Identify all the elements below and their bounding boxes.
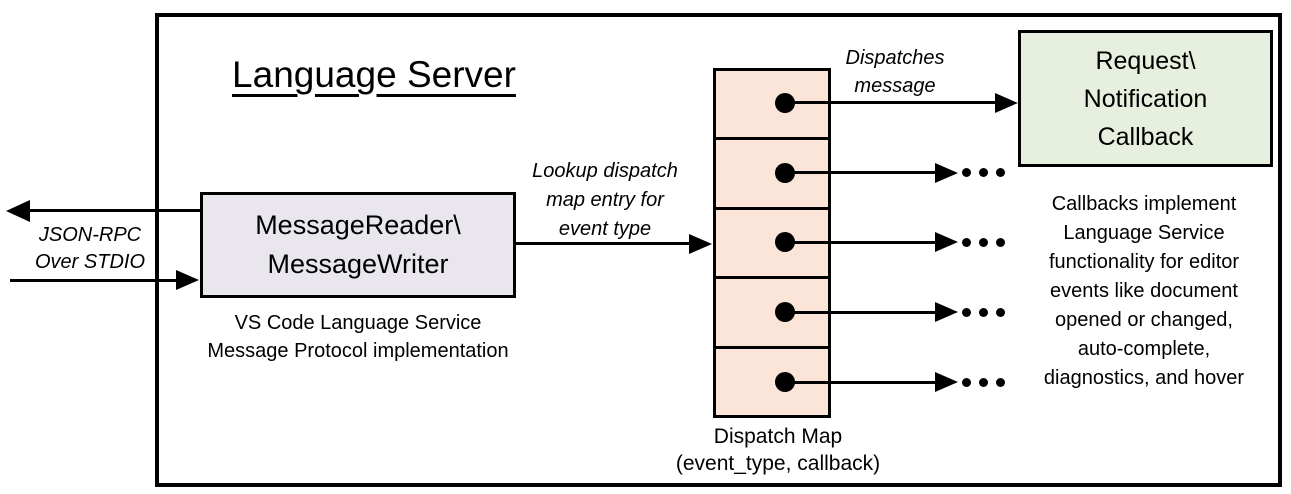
callback-caption-line4: events like document bbox=[1050, 280, 1238, 302]
callback-caption: Callbacks implement Language Service fun… bbox=[1016, 190, 1272, 393]
lookup-arrow-line bbox=[515, 242, 691, 245]
json-rpc-label: JSON-RPC Over STDIO bbox=[20, 222, 160, 276]
callback-caption-line1: Callbacks implement bbox=[1051, 193, 1237, 215]
callback-box: Request\ Notification Callback bbox=[1018, 30, 1273, 167]
callback-caption-line3: functionality for editor bbox=[1048, 251, 1240, 273]
ellipsis-icon-1 bbox=[962, 168, 1005, 177]
lookup-dispatch-label: Lookup dispatch map entry for event type bbox=[510, 157, 700, 244]
callback-box-line2: Notification bbox=[1083, 84, 1208, 113]
lookup-label-line3: event type bbox=[558, 218, 652, 240]
ellipsis-icon-3 bbox=[962, 308, 1005, 317]
dispatch-arrowhead-icon-4 bbox=[935, 302, 958, 322]
dispatches-message-label: Dispatches message bbox=[828, 44, 962, 100]
dispatch-arrow-line-2 bbox=[785, 171, 937, 174]
stdio-output-arrowhead-icon bbox=[6, 200, 30, 222]
dispatch-map-cell-4 bbox=[716, 276, 828, 345]
dispatch-map-cell-2 bbox=[716, 137, 828, 206]
dispatch-map-caption: Dispatch Map (event_type, callback) bbox=[645, 423, 911, 477]
lookup-arrowhead-icon bbox=[689, 234, 712, 254]
dispatch-map-caption-line1: Dispatch Map bbox=[713, 425, 843, 448]
json-rpc-label-line1: JSON-RPC bbox=[38, 224, 142, 246]
json-rpc-label-line2: Over STDIO bbox=[34, 251, 145, 273]
language-server-title: Language Server bbox=[232, 54, 516, 95]
dispatch-arrowhead-icon-2 bbox=[935, 163, 958, 183]
dispatch-arrow-line-5 bbox=[785, 381, 937, 384]
dispatch-arrowhead-icon-5 bbox=[935, 372, 958, 392]
dispatch-map-cell-3 bbox=[716, 206, 828, 276]
dispatches-label-line1: Dispatches bbox=[845, 47, 945, 69]
language-server-box bbox=[155, 13, 1282, 487]
message-box-line1: MessageReader\ bbox=[255, 210, 461, 240]
message-reader-writer-box: MessageReader\ MessageWriter bbox=[200, 192, 516, 298]
callback-box-line3: Callback bbox=[1097, 122, 1194, 151]
message-box-caption-line2: Message Protocol implementation bbox=[207, 340, 509, 362]
stdio-input-arrowhead-icon bbox=[176, 270, 199, 290]
callback-caption-line7: diagnostics, and hover bbox=[1043, 367, 1245, 389]
message-box-caption-line1: VS Code Language Service bbox=[234, 312, 482, 334]
stdio-output-arrow-line bbox=[26, 209, 202, 212]
dispatch-arrow-line-1 bbox=[785, 101, 997, 104]
ellipsis-icon-4 bbox=[962, 378, 1005, 387]
ellipsis-icon-2 bbox=[962, 238, 1005, 247]
dispatch-arrowhead-icon-1 bbox=[995, 93, 1018, 113]
dispatch-arrow-line-3 bbox=[785, 241, 937, 244]
dispatch-arrowhead-icon-3 bbox=[935, 232, 958, 252]
dispatches-label-line2: message bbox=[854, 75, 936, 97]
message-box-caption: VS Code Language Service Message Protoco… bbox=[170, 309, 546, 365]
lookup-label-line1: Lookup dispatch bbox=[532, 160, 678, 182]
callback-caption-line5: opened or changed, bbox=[1055, 309, 1233, 331]
dispatch-map-caption-line2: (event_type, callback) bbox=[675, 452, 881, 475]
message-box-line2: MessageWriter bbox=[267, 249, 449, 279]
callback-box-line1: Request\ bbox=[1095, 46, 1196, 75]
callback-caption-line2: Language Service bbox=[1063, 222, 1225, 244]
dispatch-arrow-line-4 bbox=[785, 311, 937, 314]
callback-caption-line6: auto-complete, bbox=[1077, 338, 1211, 360]
dispatch-map-cell-5 bbox=[716, 345, 828, 415]
lookup-label-line2: map entry for bbox=[546, 189, 664, 211]
stdio-input-arrow-line bbox=[10, 279, 178, 282]
dispatch-map-cell-1 bbox=[716, 71, 828, 137]
